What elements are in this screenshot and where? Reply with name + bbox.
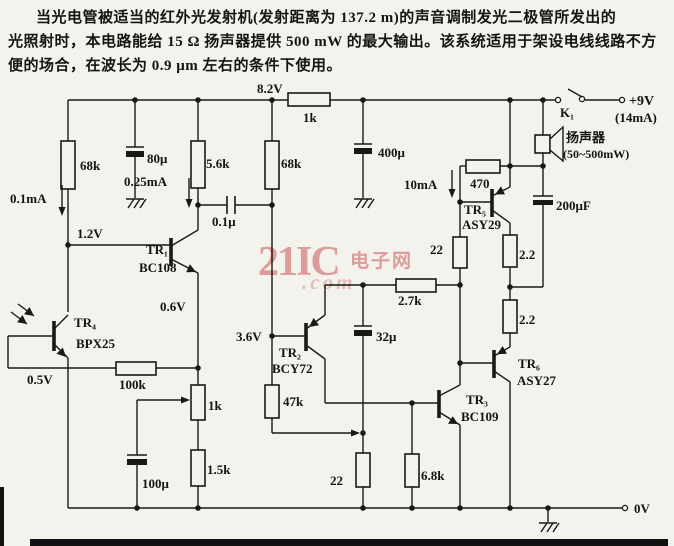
current-label: 10mA	[404, 177, 438, 192]
resistor-label: 1.5k	[207, 462, 231, 477]
resistor-label: 1k	[208, 398, 223, 413]
plus-9v-label: +9V	[629, 94, 654, 109]
voltage-label: 0.6V	[160, 299, 186, 314]
capacitor-0u1: 0.1μ	[212, 196, 236, 229]
resistor-1k-pot: 1k	[181, 384, 223, 421]
capacitor-label: 32μ	[376, 329, 397, 344]
transistor-ref: TR₄	[74, 315, 96, 330]
resistor-2k7: 2.7k	[395, 278, 437, 308]
resistor-label: 68k	[281, 156, 302, 171]
description-line-3: 便的场合，在波长为 0.9 μm 左右的条件下使用。	[8, 58, 343, 74]
page-edge-bar	[30, 539, 668, 546]
transistor-tr3-bc109: TR₃ BC109	[437, 384, 499, 426]
supply-labels: +9V (14mA) 8.2V 0V	[257, 81, 657, 516]
resistor-2r2-upper: 2.2	[502, 234, 535, 268]
transistor-part: ASY29	[462, 217, 502, 232]
resistor-label: 1k	[303, 110, 318, 125]
resistor-22-mid: 22	[330, 452, 371, 488]
resistor-47k: 47k	[264, 384, 360, 437]
capacitor-400u: 400μ	[354, 143, 406, 160]
resistor-label: 470	[470, 176, 490, 191]
capacitor-label: 80μ	[147, 151, 168, 166]
switch-label: K₁	[560, 105, 574, 120]
scan-edge-mark	[0, 487, 4, 546]
resistor-label: 2.2	[519, 247, 535, 262]
resistor-100k: 100k	[115, 361, 157, 392]
capacitor-label: 0.1μ	[212, 214, 236, 229]
transistor-part: ASY27	[517, 373, 557, 388]
resistor-label: 6.8k	[421, 468, 445, 483]
transistor-tr1-bc108: TR₁ BC108	[139, 229, 199, 275]
transistor-tr4-bpx25-photo: TR₄ BPX25	[10, 303, 116, 359]
current-label: 0.25mA	[124, 174, 168, 189]
voltage-label: 3.6V	[236, 329, 262, 344]
resistor-label: 100k	[119, 377, 147, 392]
resistor-label: 47k	[283, 394, 304, 409]
description-line-1: 当光电管被适当的红外光发射机(发射距离为 137.2 m)的声音调制发光二极管所…	[36, 10, 617, 26]
resistor-22-right: 22	[430, 236, 468, 269]
junction-dots	[65, 97, 551, 511]
transistor-ref: TR₆	[518, 356, 540, 371]
resistor-68k-mid: 68k	[264, 140, 302, 190]
speaker-icon: 扬声器 (50~500mW)	[534, 125, 629, 163]
transistor-tr6-asy27: TR₆ ASY27	[492, 346, 557, 388]
wires	[7, 99, 622, 522]
transistor-ref: TR₅	[464, 202, 486, 217]
ground-symbol	[354, 198, 375, 209]
transistor-ref: TR₂	[279, 345, 301, 360]
transistor-ref: TR₃	[466, 392, 488, 407]
light-arrows-icon	[10, 303, 35, 325]
transistor-part: BPX25	[76, 336, 116, 351]
resistor-1k5: 1.5k	[190, 449, 231, 487]
resistor-68k-left: 68k	[60, 140, 101, 190]
zero-volt-label: 0V	[634, 501, 651, 516]
transistor-ref: TR₁	[146, 242, 168, 257]
switch-k1: K₁	[554, 88, 626, 120]
capacitor-80u: 80μ	[126, 146, 168, 166]
capacitor-100u: 100μ	[127, 454, 170, 491]
rail-voltage-label: 8.2V	[257, 81, 283, 96]
resistor-470: 470	[465, 159, 501, 191]
ground-symbol	[539, 522, 560, 533]
speaker-range: (50~500mW)	[563, 147, 629, 161]
transistor-part: BC108	[139, 260, 177, 275]
resistor-label: 68k	[80, 158, 101, 173]
resistor-5k6: 5.6k	[190, 140, 230, 189]
voltage-label: 1.2V	[77, 226, 103, 241]
voltage-label: 0.5V	[27, 372, 53, 387]
transistor-tr2-bcy72: TR₂ BCY72	[272, 314, 326, 376]
resistor-label: 22	[330, 473, 343, 488]
transistor-part: BC109	[461, 409, 499, 424]
description-paragraph: 当光电管被适当的红外光发射机(发射距离为 137.2 m)的声音调制发光二极管所…	[8, 6, 668, 78]
current-annotations: 0.1mA 0.25mA 10mA	[10, 170, 456, 216]
transistor-tr5-asy29: TR₅ ASY29	[462, 186, 511, 232]
voltage-annotations: 1.2V 0.6V 0.5V 3.6V	[27, 226, 262, 387]
current-label: 0.1mA	[10, 191, 47, 206]
capacitor-label: 400μ	[378, 145, 406, 160]
resistor-label: 22	[430, 242, 443, 257]
capacitor-32u: 32μ	[354, 325, 397, 344]
transistor-part: BCY72	[272, 361, 312, 376]
description-line-2: 光照射时，本电路能给 15 Ω 扬声器提供 500 mW 的最大输出。该系统适用…	[8, 34, 657, 50]
resistor-1k-top: 1k	[287, 92, 331, 125]
resistor-label: 2.7k	[398, 293, 422, 308]
resistor-label: 5.6k	[206, 156, 230, 171]
capacitor-label: 100μ	[142, 476, 170, 491]
resistor-2r2-lower: 2.2	[502, 299, 535, 334]
supply-current-label: (14mA)	[615, 110, 657, 125]
speaker-label: 扬声器	[566, 130, 606, 145]
capacitor-200u: 200μF	[533, 195, 591, 213]
ground-symbol	[126, 198, 147, 209]
capacitor-label: 200μF	[556, 198, 591, 213]
resistor-6k8: 6.8k	[404, 453, 445, 488]
resistor-label: 2.2	[519, 312, 535, 327]
